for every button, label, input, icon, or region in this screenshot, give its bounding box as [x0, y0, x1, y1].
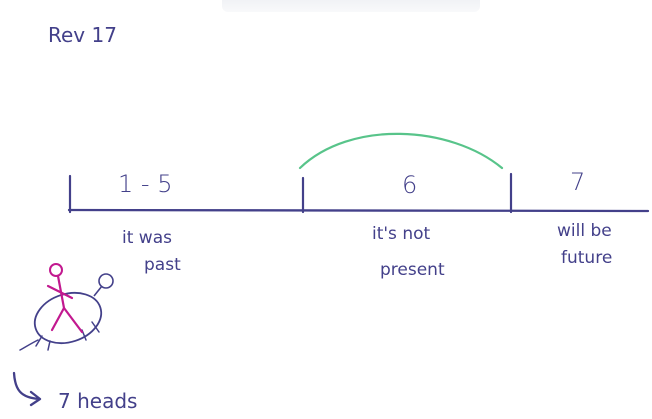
present-arc [298, 132, 504, 170]
title-text: Rev 17 [48, 23, 117, 47]
segment-label-future: 7 [570, 168, 585, 196]
caption-present-line1: it's not [372, 224, 430, 244]
caption-future-line2: future [561, 248, 612, 268]
caption-present-line2: present [380, 260, 445, 280]
caption-past-line2: past [144, 255, 181, 275]
segment-label-past: 1 - 5 [118, 170, 172, 198]
timeline-axis [67, 208, 650, 213]
segment-label-present: 6 [402, 171, 417, 199]
caption-future-line1: will be [557, 221, 612, 241]
beast-with-rider-icon [19, 263, 114, 351]
note-arrow-icon [12, 371, 42, 407]
note-text: 7 heads [58, 389, 137, 413]
window-top-bar [222, 0, 480, 12]
caption-past-line1: it was [122, 228, 172, 248]
